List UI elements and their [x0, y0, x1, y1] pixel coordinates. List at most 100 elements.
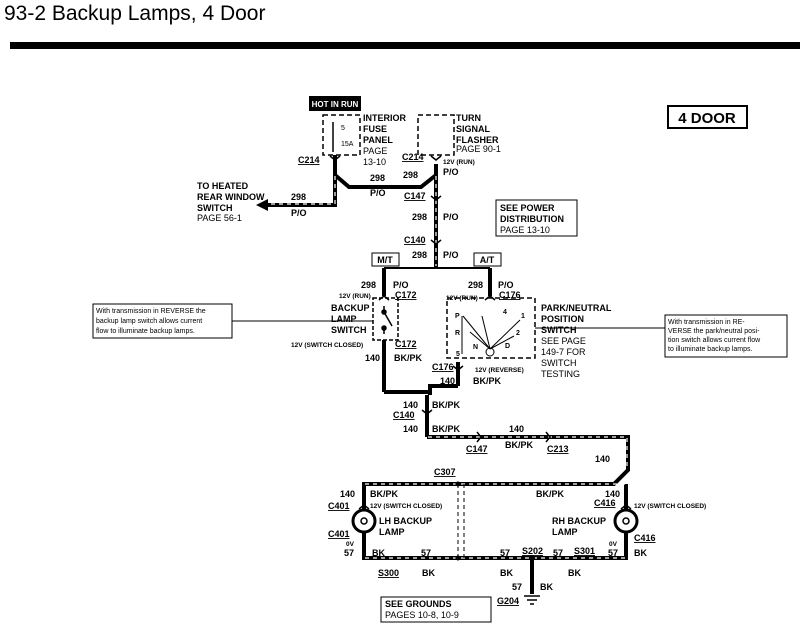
volt-run-mt: 12V (RUN)	[339, 293, 371, 300]
pn-switch-l1: PARK/NEUTRAL	[541, 303, 612, 313]
pn-switch-l3: SWITCH	[541, 325, 577, 335]
rh-lamp-l1: RH BACKUP	[552, 516, 606, 526]
wire-po-heated: P/O	[291, 208, 307, 218]
wire-298-top: 298	[403, 170, 418, 180]
rh-lamp-symbol	[613, 508, 639, 534]
note-mt-l3: flow to illuminate backup lamps.	[96, 328, 195, 335]
fuse-amp: 15A	[341, 141, 354, 148]
pn-r: R	[455, 330, 460, 337]
wire-140-rh: 140	[605, 489, 620, 499]
page-title: 93-2 Backup Lamps, 4 Door	[4, 2, 266, 25]
wire-140-right: 140	[595, 454, 610, 464]
wire-po-at: P/O	[498, 280, 514, 290]
power-l3: PAGE 13-10	[500, 225, 550, 235]
wire-298-low: 298	[412, 250, 427, 260]
wire-140-lower: 140	[403, 424, 418, 434]
backup-switch-box	[372, 297, 399, 341]
c307-shield	[457, 484, 465, 558]
conn-c416-top: C416	[594, 498, 616, 508]
wire-bk-ground: BK	[540, 582, 553, 592]
heated-l3: SWITCH	[197, 203, 233, 213]
wire-bkpk-lower: BK/PK	[432, 424, 461, 434]
flasher-box	[417, 114, 455, 156]
volt-ov-lh: 0V	[346, 541, 355, 548]
wire-140-upper: 140	[403, 400, 418, 410]
arrow-heated	[256, 199, 268, 211]
volt-run-flasher: 12V (RUN)	[443, 159, 475, 166]
wire-57-ground: 57	[512, 582, 522, 592]
wire-bkpk-upper: BK/PK	[432, 400, 461, 410]
wire-140-mt: 140	[365, 353, 380, 363]
volt-swclosed-lh: 12V (SWITCH CLOSED)	[370, 503, 442, 510]
splice-s301: S301	[574, 546, 595, 556]
splices	[455, 481, 535, 561]
fuse-panel-box	[322, 114, 361, 156]
pn-switch-l2: POSITION	[541, 314, 584, 324]
volt-swclosed-mt: 12V (SWITCH CLOSED)	[291, 342, 363, 349]
note-at-l2: VERSE the park/neutral posi-	[668, 328, 760, 335]
fuse-number: 5	[341, 125, 345, 132]
pn-4: 4	[503, 309, 507, 316]
power-box	[495, 199, 578, 237]
wire-298-mt: 298	[361, 280, 376, 290]
flasher-l1: TURN	[456, 113, 481, 123]
badge-4door-label: 4 DOOR	[678, 110, 736, 127]
backup-switch-l3: SWITCH	[331, 325, 367, 335]
splice-s202: S202	[522, 546, 543, 556]
fuse-panel-l4: PAGE	[363, 146, 387, 156]
conn-c176-top: C176	[499, 290, 521, 300]
wire-140-lh: 140	[340, 489, 355, 499]
conn-c176-bottom: C176	[432, 362, 454, 372]
badge-4door	[667, 105, 748, 129]
conn-c214-left: C214	[298, 155, 320, 165]
pn-d: D	[505, 343, 510, 350]
grounds-l2: PAGES 10-8, 10-9	[385, 610, 459, 620]
wire-dashes	[266, 176, 628, 559]
wire-po-mid: P/O	[443, 212, 459, 222]
note-mt-l2: backup lamp switch allows current	[96, 318, 202, 325]
at-box	[473, 252, 502, 267]
rh-lamp-l2: LAMP	[552, 527, 578, 537]
hot-in-run-box: HOT IN RUN	[309, 96, 361, 111]
wire-298-heated: 298	[291, 192, 306, 202]
at-label: A/T	[480, 255, 495, 265]
wire-bkpk-mt: BK/PK	[394, 353, 423, 363]
wire-57-lh: 57	[344, 548, 354, 558]
wire-bk-mid3: BK	[568, 568, 581, 578]
wire-bk-rh: BK	[634, 548, 647, 558]
pn-switch-l6: SWITCH	[541, 358, 577, 368]
wire-bkpk-lh: BK/PK	[370, 489, 399, 499]
mt-label: M/T	[377, 255, 393, 265]
wire-bk-mid2: BK	[500, 568, 513, 578]
wire-57-mid1: 57	[421, 548, 431, 558]
lh-lamp-l1: LH BACKUP	[379, 516, 432, 526]
note-mt-l1: With transmission in REVERSE the	[96, 308, 206, 315]
conn-c213: C213	[547, 444, 569, 454]
note-mt-box	[92, 303, 233, 339]
conn-c147-top: C147	[404, 191, 426, 201]
wire-140-at: 140	[440, 376, 455, 386]
wire-298-mid: 298	[412, 212, 427, 222]
conn-c401-bottom: C401	[328, 529, 350, 539]
pn-p: P	[455, 313, 460, 320]
pn-switch-l7: TESTING	[541, 369, 580, 379]
backup-switch-symbol	[381, 306, 393, 334]
wire-po-mt: P/O	[393, 280, 409, 290]
volt-run-at: 12V (RUN)	[446, 295, 478, 302]
grounds-l1: SEE GROUNDS	[385, 599, 452, 609]
title-rule	[10, 42, 800, 49]
conn-c172-top: C172	[395, 290, 417, 300]
wire-bkpk-run: BK/PK	[505, 440, 534, 450]
flasher-l2: SIGNAL	[456, 124, 491, 134]
lh-lamp-l2: LAMP	[379, 527, 405, 537]
pn-2: 2	[516, 330, 520, 337]
backup-switch-l2: LAMP	[331, 314, 357, 324]
conn-c140-mid: C140	[393, 410, 415, 420]
wire-57-mid2: 57	[500, 548, 510, 558]
flasher-l4: PAGE 90-1	[456, 144, 501, 154]
splice-s300: S300	[378, 568, 399, 578]
pn-switch-l5: 149-7 FOR	[541, 347, 586, 357]
wire-po-feed: P/O	[370, 188, 386, 198]
pn-switch-l4: SEE PAGE	[541, 336, 586, 346]
